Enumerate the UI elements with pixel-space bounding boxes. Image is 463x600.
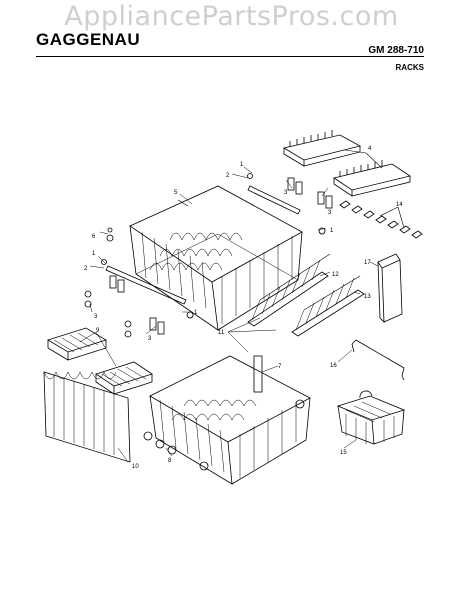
lower-rack-part xyxy=(149,355,311,485)
callout-label: 12 xyxy=(332,272,339,278)
callout-label: 5 xyxy=(174,190,178,196)
tall-basket-part xyxy=(377,253,403,324)
callout-label: 8 xyxy=(168,458,172,464)
callout-label: 6 xyxy=(92,234,96,240)
callout-label: 1 xyxy=(240,162,244,168)
callout-leaders xyxy=(79,166,379,463)
callout-label: 14 xyxy=(396,202,403,208)
callout-label: 1 xyxy=(92,251,96,257)
wheels-part xyxy=(143,399,305,471)
callout-label: 9 xyxy=(96,328,100,334)
section-title: RACKS xyxy=(395,63,424,72)
callout-label: 4 xyxy=(368,146,372,152)
tine-clips-part xyxy=(282,130,411,197)
callout-label: 17 xyxy=(364,260,371,266)
callout-label: 3 xyxy=(284,190,288,196)
handle-part xyxy=(351,339,405,381)
callout-label: 3 xyxy=(148,336,152,342)
callout-label: 3 xyxy=(328,210,332,216)
callout-label: 13 xyxy=(364,294,371,300)
callout-label: 1 xyxy=(194,310,198,316)
fold-down-rack-part xyxy=(43,371,131,463)
callout-label: 2 xyxy=(84,266,88,272)
callout-label: 15 xyxy=(340,450,347,456)
hinge-clips-part xyxy=(339,200,423,239)
model-number: GM 288-710 xyxy=(368,45,424,56)
callout-label: 7 xyxy=(278,364,282,370)
watermark: AppliancePartsPros.com xyxy=(64,1,399,32)
brand-logo: GAGGENAU xyxy=(36,30,141,49)
callout-labels: 1 1 1 1 2 2 3 3 3 3 4 5 6 7 8 9 10 11 12… xyxy=(84,146,403,470)
callout-label: 3 xyxy=(94,314,98,320)
callout-label: 16 xyxy=(330,363,337,369)
cup-shelves-part xyxy=(247,253,365,337)
callout-label: 11 xyxy=(218,330,225,336)
callout-label: 1 xyxy=(330,228,334,234)
small-baskets-part xyxy=(47,327,153,395)
header-rule xyxy=(36,56,424,57)
roller-brackets-part xyxy=(84,177,333,338)
callout-label: 10 xyxy=(132,464,139,470)
cutlery-basket-part xyxy=(336,390,406,445)
callout-label: 2 xyxy=(226,173,230,179)
upper-rack-part xyxy=(129,185,303,331)
upper-rack-rails-part xyxy=(101,173,326,319)
